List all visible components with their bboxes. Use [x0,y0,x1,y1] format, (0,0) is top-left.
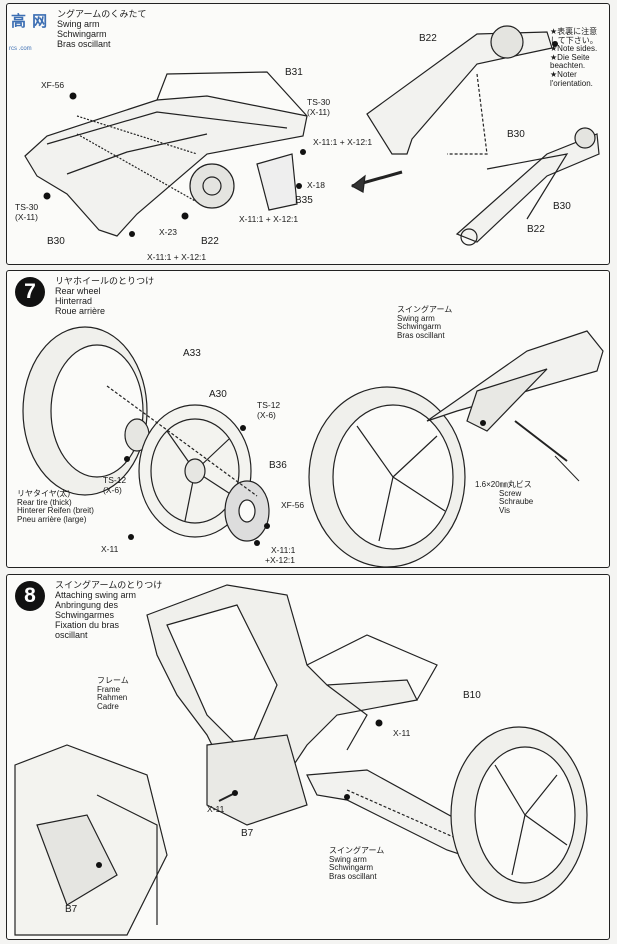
label-ts30-left: TS-30 [15,202,39,212]
label-mix-2: +X-12:1 [265,555,296,565]
step-8-title: スイングアームのとりつけ Attaching swing arm Anbring… [55,580,163,640]
label-b30-right-2: B30 [553,201,571,212]
label-b22-right: B22 [527,224,545,235]
frame-label: フレーム Frame Rahmen Cadre [97,676,129,711]
rear-tire-label: リヤタイヤ(太) Rear tire (thick) Hinterer Reif… [17,489,94,524]
watermark-logo: 高 网 rcs .com [9,13,49,52]
swing-arm-label: スイングアーム Swing arm Schwingarm Bras oscill… [329,846,385,881]
label-xf56: XF-56 [281,500,305,510]
label-ts30-top: TS-30 [307,97,331,107]
label-b10: B10 [463,690,481,701]
label-mix-top: X-11:1 + X-12:1 [313,137,373,147]
label-x11: X-11 [101,544,119,554]
label-x11-left: X-11 [207,804,225,814]
step-6-title-en: Swing arm [57,19,100,29]
step-8-number: 8 [15,581,45,611]
label-mix-center: X-11:1 + X-12:1 [239,214,299,224]
label-b7: B7 [241,828,254,839]
step-6-title: ングアームのくみたて Swing arm Schwingarm Bras osc… [57,9,147,49]
orientation-note: ★表裏に注意 して下さい。 ★Note sides. ★Die Seite be… [550,27,598,88]
step-6-title-de: Schwingarm [57,29,107,39]
label-b22-top: B22 [419,33,437,44]
label-b31: B31 [285,67,303,78]
step-6-title-ja: ングアームのくみたて [57,9,147,19]
label-mix: X-11:1 [271,545,296,555]
step-8-illustration [14,584,588,936]
label-xf56: XF-56 [41,80,65,90]
label-a33: A33 [183,348,201,359]
label-b7-bottom: B7 [65,904,78,915]
label-x18: X-18 [307,180,325,190]
step-6-illustration [24,25,600,246]
label-b35: B35 [295,195,313,206]
label-ts12-a: TS-12 [257,400,281,410]
label-b30-left: B30 [47,236,65,247]
label-a30: A30 [209,389,227,400]
label-b36: B36 [269,460,287,471]
step-8-panel: 8 スイングアームのとりつけ Attaching swing arm Anbri… [6,574,610,940]
step-7-title: リヤホイールのとりつけ Rear wheel Hinterrad Roue ar… [55,276,155,316]
step-6-title-fr: Bras oscillant [57,39,111,49]
label-x11-right: X-11 [393,728,411,738]
label-ts30-left-paint: (X-11) [15,212,38,222]
step-7-number: 7 [15,277,45,307]
label-mix-bottom: X-11:1 + X-12:1 [147,252,207,262]
label-ts12-b: TS-12 [103,475,127,485]
label-ts12-a-paint: (X-6) [257,410,276,420]
screw-label: 1.6×20㎜丸ビス Screw Schraube Vis [475,480,534,515]
step-7-panel: 7 リヤホイールのとりつけ Rear wheel Hinterrad Roue … [6,270,610,568]
label-ts30-top-paint: (X-11) [307,107,330,117]
label-ts12-b-paint: (X-6) [103,485,122,495]
label-b30-right: B30 [507,129,525,140]
label-x23: X-23 [159,227,177,237]
swing-arm-label: スイングアーム Swing arm Schwingarm Bras oscill… [397,305,453,340]
label-b22-center: B22 [201,236,219,247]
step-7-illustration [22,326,604,567]
step-6-panel: 高 网 rcs .com ングアームのくみたて Swing arm Schwin… [6,3,610,265]
